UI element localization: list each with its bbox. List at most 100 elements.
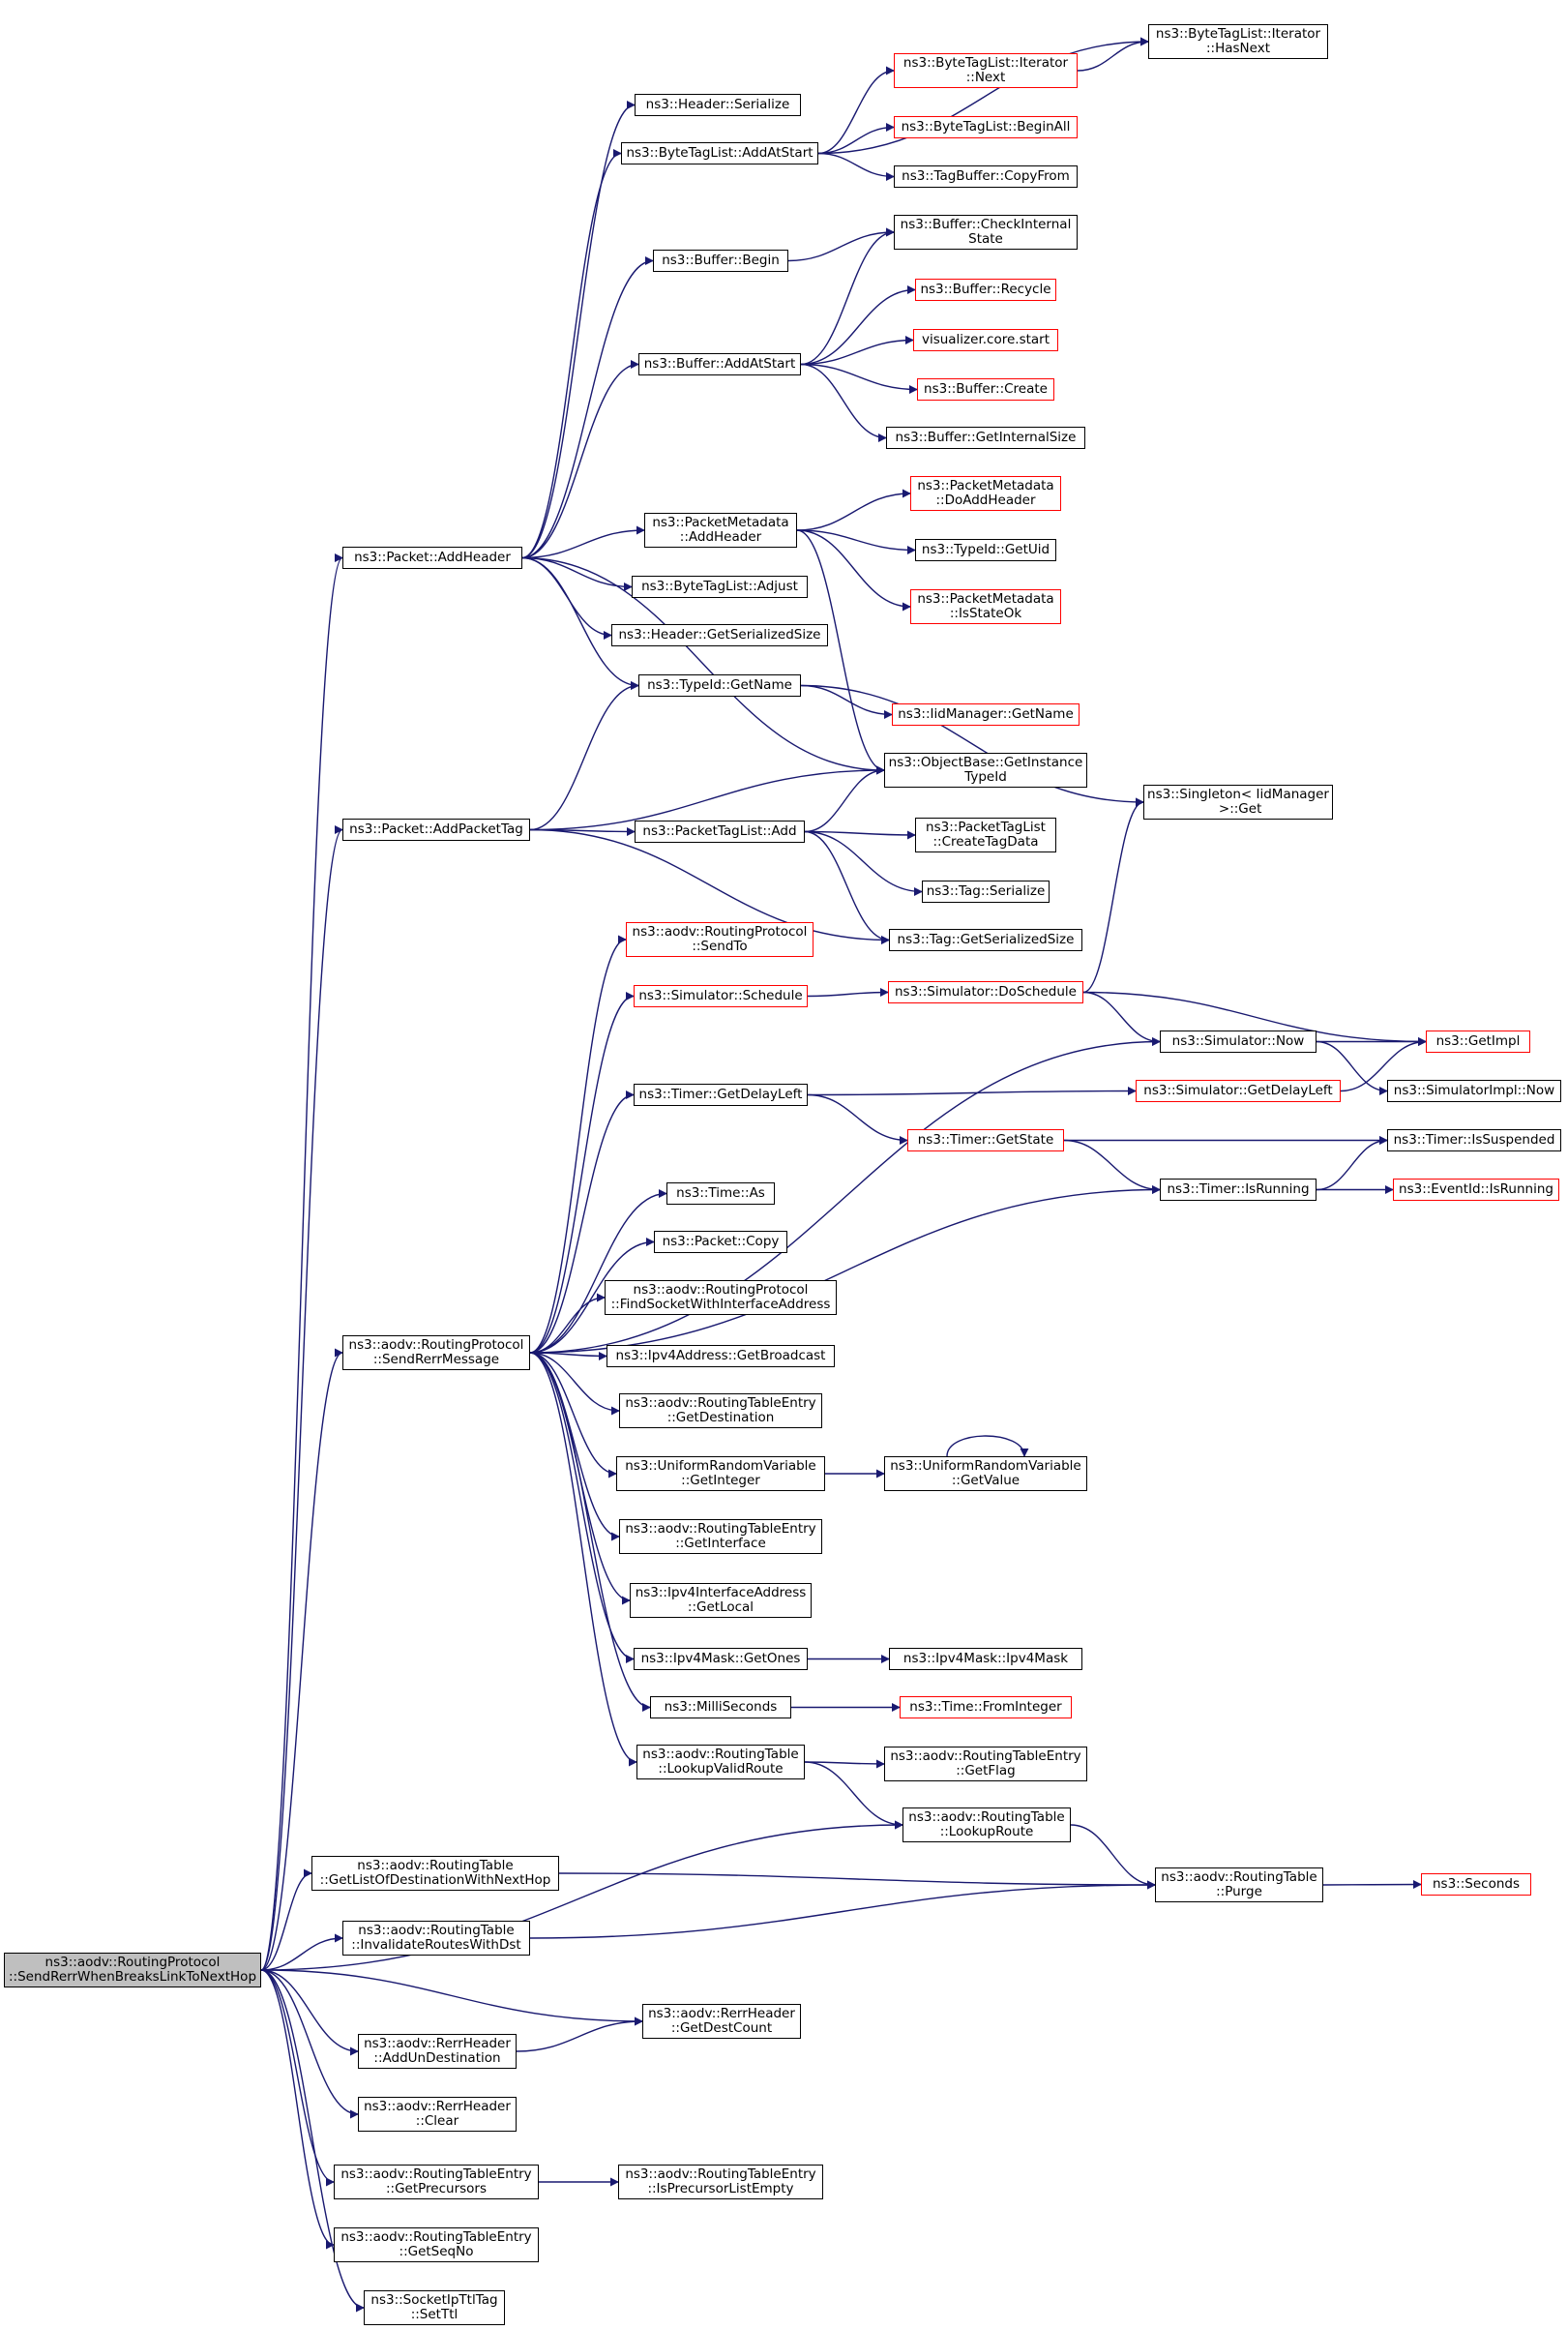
node-buffer-get-internal-size[interactable]: ns3::Buffer::GetInternalSize [886,427,1085,449]
edge-root-to-rerr_getdestcount [260,1969,643,2026]
node-byte-tag-list-iterator-next[interactable]: ns3::ByteTagList::Iterator ::Next [894,53,1078,88]
node-rte-get-destination[interactable]: ns3::aodv::RoutingTableEntry ::GetDestin… [619,1393,822,1428]
node-header-serialize[interactable]: ns3::Header::Serialize [635,94,801,116]
node-aodv-send-to[interactable]: ns3::aodv::RoutingProtocol ::SendTo [626,922,814,957]
edge-sim_getdelayleft-to-getimpl [1340,1037,1427,1092]
node-ipv4-address-get-broadcast[interactable]: ns3::Ipv4Address::GetBroadcast [606,1345,835,1367]
edge-ptl_add-to-tag_getsersize [804,830,890,944]
node-buffer-create[interactable]: ns3::Buffer::Create [917,378,1054,401]
node-timer-is-running[interactable]: ns3::Timer::IsRunning [1160,1179,1317,1201]
node-packet-copy[interactable]: ns3::Packet::Copy [654,1231,787,1253]
node-packet-tag-list-add[interactable]: ns3::PacketTagList::Add [635,821,805,843]
node-ipv4-interface-address-get-local[interactable]: ns3::Ipv4InterfaceAddress ::GetLocal [630,1583,812,1618]
node-packet-metadata-is-state-ok[interactable]: ns3::PacketMetadata ::IsStateOk [910,589,1061,624]
node-routing-table-lookup-valid-route[interactable]: ns3::aodv::RoutingTable ::LookupValidRou… [636,1745,805,1779]
edge-pkt_addpackettag-to-tag_getsersize [529,828,890,944]
node-event-id-is-running[interactable]: ns3::EventId::IsRunning [1393,1179,1559,1201]
node-packet-add-header[interactable]: ns3::Packet::AddHeader [342,547,522,569]
edge-send_rerr_msg-to-time_as [529,1189,667,1354]
edge-root-to-rt_getlistdest [260,1868,312,1971]
edge-pkt_addpackettag-to-typeid_getname [529,681,639,831]
edge-pkt_addheader-to-objbase_getinstance [521,556,885,775]
edge-btl_addatstart-to-tagbuf_copyfrom [817,152,895,181]
edge-typeid_getname-to-iid_getname [800,684,893,719]
node-urv-get-integer[interactable]: ns3::UniformRandomVariable ::GetInteger [616,1456,825,1491]
node-rte-get-seq-no[interactable]: ns3::aodv::RoutingTableEntry ::GetSeqNo [334,2227,539,2262]
node-iid-manager-get-name[interactable]: ns3::IidManager::GetName [892,703,1080,726]
node-get-list-of-destination-with-next-hop[interactable]: ns3::aodv::RoutingTable ::GetListOfDesti… [311,1856,559,1891]
node-simulator-do-schedule[interactable]: ns3::Simulator::DoSchedule [888,981,1083,1003]
edge-root-to-pkt_addheader [260,553,343,1971]
node-milli-seconds[interactable]: ns3::MilliSeconds [650,1696,791,1718]
node-singleton-iid-manager-get[interactable]: ns3::Singleton< IidManager >::Get [1143,785,1333,820]
node-simulator-impl-now[interactable]: ns3::SimulatorImpl::Now [1387,1080,1561,1102]
node-ipv4-mask-ipv4-mask[interactable]: ns3::Ipv4Mask::Ipv4Mask [889,1648,1082,1670]
edge-pm_addheader-to-typeid_getuid [796,529,916,554]
node-rte-get-flag[interactable]: ns3::aodv::RoutingTableEntry ::GetFlag [884,1747,1087,1781]
node-ipv4-mask-get-ones[interactable]: ns3::Ipv4Mask::GetOnes [634,1648,808,1670]
edge-timer_getdelayleft-to-timer_getstate [807,1093,908,1145]
node-rte-get-precursors[interactable]: ns3::aodv::RoutingTableEntry ::GetPrecur… [334,2165,539,2199]
node-typeid-get-uid[interactable]: ns3::TypeId::GetUid [915,539,1056,561]
node-time-as[interactable]: ns3::Time::As [666,1182,775,1205]
node-simulator-schedule[interactable]: ns3::Simulator::Schedule [634,985,808,1007]
node-tag-get-serialized-size[interactable]: ns3::Tag::GetSerializedSize [889,929,1082,951]
node-get-impl[interactable]: ns3::GetImpl [1426,1031,1530,1053]
node-seconds[interactable]: ns3::Seconds [1421,1873,1531,1896]
node-urv-get-value[interactable]: ns3::UniformRandomVariable ::GetValue [884,1456,1087,1491]
node-byte-tag-list-adjust[interactable]: ns3::ByteTagList::Adjust [632,576,808,598]
node-tag-serialize[interactable]: ns3::Tag::Serialize [922,881,1050,903]
node-byte-tag-list-iterator-has-next[interactable]: ns3::ByteTagList::Iterator ::HasNext [1148,24,1328,59]
node-buffer-check-internal-state[interactable]: ns3::Buffer::CheckInternal State [894,215,1078,250]
node-object-base-get-instance-typeid[interactable]: ns3::ObjectBase::GetInstance TypeId [884,753,1087,788]
edge-pkt_addheader-to-pm_addheader [521,525,645,559]
node-visualizer-core-start[interactable]: visualizer.core.start [913,329,1058,351]
node-packet-tag-list-create-tag-data[interactable]: ns3::PacketTagList ::CreateTagData [915,818,1056,852]
node-buffer-begin[interactable]: ns3::Buffer::Begin [653,250,788,272]
edge-buf_addatstart-to-vis_core_start [800,336,914,366]
edge-btl_iter_next-to-btl_iter_hasnext [1077,37,1149,72]
node-rerr-clear[interactable]: ns3::aodv::RerrHeader ::Clear [358,2097,517,2132]
node-packet-add-packet-tag[interactable]: ns3::Packet::AddPacketTag [342,819,530,841]
edge-root-to-rte_getprecursors [260,1969,335,2187]
edge-send_rerr_msg-to-milliseconds [529,1352,651,1712]
edge-send_rerr_msg-to-rt_lookupvalid [529,1352,637,1767]
edge-buf_addatstart-to-buf_recycle [800,285,916,366]
node-rte-get-interface[interactable]: ns3::aodv::RoutingTableEntry ::GetInterf… [619,1519,822,1554]
node-find-socket-with-interface-address[interactable]: ns3::aodv::RoutingProtocol ::FindSocketW… [605,1280,837,1315]
node-timer-get-state[interactable]: ns3::Timer::GetState [907,1129,1064,1151]
node-buffer-add-at-start[interactable]: ns3::Buffer::AddAtStart [638,353,801,375]
node-simulator-get-delay-left[interactable]: ns3::Simulator::GetDelayLeft [1136,1080,1341,1102]
node-timer-get-delay-left[interactable]: ns3::Timer::GetDelayLeft [634,1084,808,1106]
node-tag-buffer-copy-from[interactable]: ns3::TagBuffer::CopyFrom [894,165,1078,188]
node-byte-tag-list-begin-all[interactable]: ns3::ByteTagList::BeginAll [894,116,1078,138]
node-rerr-add-un-destination[interactable]: ns3::aodv::RerrHeader ::AddUnDestination [358,2034,517,2069]
node-socket-ip-ttl-tag-set-ttl[interactable]: ns3::SocketIpTtlTag ::SetTtl [364,2290,505,2325]
node-routing-table-lookup-route[interactable]: ns3::aodv::RoutingTable ::LookupRoute [902,1807,1071,1842]
node-buffer-recycle[interactable]: ns3::Buffer::Recycle [915,279,1056,301]
node-header-get-serialized-size[interactable]: ns3::Header::GetSerializedSize [611,624,828,646]
node-packet-metadata-do-add-header[interactable]: ns3::PacketMetadata ::DoAddHeader [910,476,1061,511]
edge-pkt_addpackettag-to-objbase_getinstance [529,765,885,831]
node-send-rerr-when-breaks-link-to-next-hop[interactable]: ns3::aodv::RoutingProtocol ::SendRerrWhe… [4,1953,261,1987]
edge-ptl_add-to-objbase_getinstance [804,765,885,833]
edge-root-to-rte_getseqno [260,1969,335,2250]
node-time-from-integer[interactable]: ns3::Time::FromInteger [900,1696,1072,1718]
node-timer-is-suspended[interactable]: ns3::Timer::IsSuspended [1387,1129,1561,1151]
node-byte-tag-list-add-at-start[interactable]: ns3::ByteTagList::AddAtStart [621,142,818,164]
node-invalidate-routes-with-dst[interactable]: ns3::aodv::RoutingTable ::InvalidateRout… [342,1921,530,1956]
edge-root-to-rerr_addun [260,1969,359,2056]
edge-timer_isrunning-to-timer_issuspended [1316,1136,1388,1191]
node-send-rerr-message[interactable]: ns3::aodv::RoutingProtocol ::SendRerrMes… [342,1335,530,1370]
node-rte-is-precursor-list-empty[interactable]: ns3::aodv::RoutingTableEntry ::IsPrecurs… [618,2165,823,2199]
node-packet-metadata-add-header[interactable]: ns3::PacketMetadata ::AddHeader [644,513,797,548]
edge-sim_doschedule-to-getimpl [1082,991,1427,1046]
edge-buf_addatstart-to-buf_getinternalsize [800,363,887,442]
node-typeid-get-name[interactable]: ns3::TypeId::GetName [638,674,801,697]
edge-rerr_addun-to-rerr_getdestcount [516,2016,643,2052]
node-simulator-now[interactable]: ns3::Simulator::Now [1160,1031,1317,1053]
edge-typeid_getname-to-singleton_get [800,684,1144,807]
edge-pkt_addheader-to-typeid_getname [521,556,639,690]
node-routing-table-purge[interactable]: ns3::aodv::RoutingTable ::Purge [1155,1867,1323,1902]
node-rerr-header-get-dest-count[interactable]: ns3::aodv::RerrHeader ::GetDestCount [642,2004,801,2039]
